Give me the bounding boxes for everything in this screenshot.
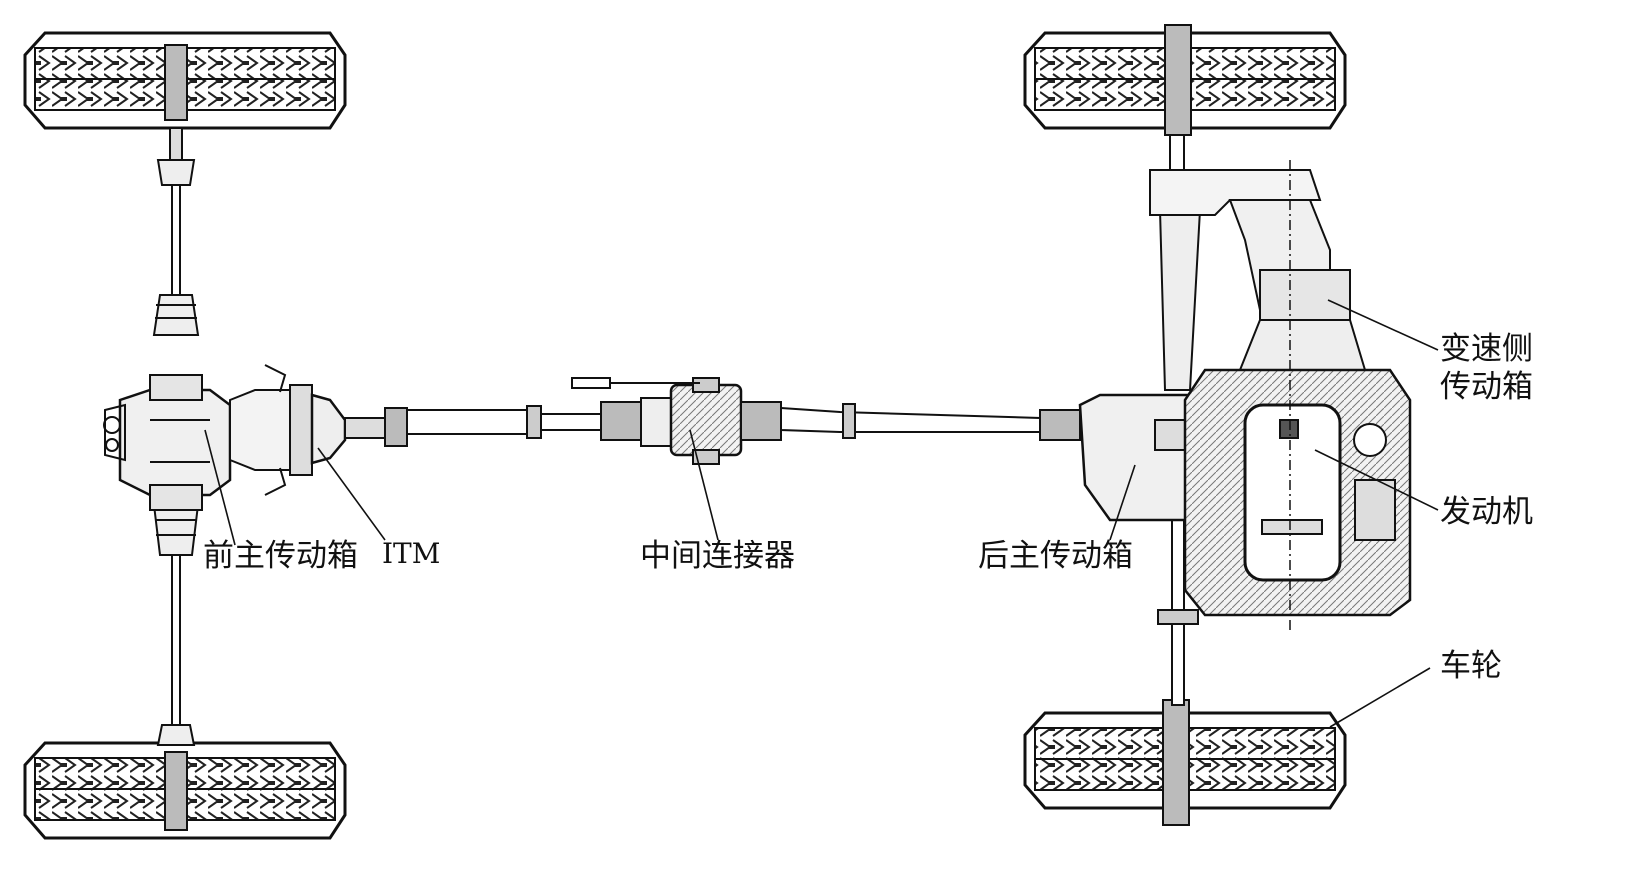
label-rear-final-drive: 后主传动箱 <box>978 538 1133 574</box>
wheel-rear-left <box>23 741 347 840</box>
rear-assembly <box>1023 24 1412 826</box>
leader-front-final-drive <box>204 429 236 546</box>
wheel-rear-right <box>1023 699 1347 826</box>
label-engine: 发动机 <box>1440 494 1533 530</box>
label-center-coupler: 中间连接器 <box>640 538 795 574</box>
label-transfer-case-line1: 变速侧 <box>1440 331 1533 367</box>
front-axle <box>23 31 347 840</box>
wheel-front-left <box>23 31 347 130</box>
label-transfer-case: 变速侧 传动箱 <box>1440 330 1533 406</box>
label-front-final-drive: 前主传动箱 <box>203 538 358 574</box>
label-wheel: 车轮 <box>1440 648 1502 684</box>
leader-engine <box>1314 449 1439 511</box>
label-transfer-case-line2: 传动箱 <box>1440 369 1533 405</box>
wheel-front-right <box>1023 24 1347 136</box>
leader-center-coupler <box>689 429 719 541</box>
leader-rear-final-drive <box>1109 464 1136 541</box>
engine-block <box>1183 160 1412 630</box>
leader-wheel <box>1329 667 1431 728</box>
center-coupler <box>571 377 782 465</box>
label-itm: ITM <box>382 537 441 570</box>
leader-transfer-case <box>1327 299 1439 351</box>
propeller-shaft <box>344 377 1081 465</box>
leader-lines <box>204 299 1439 728</box>
leader-itm <box>317 447 386 541</box>
